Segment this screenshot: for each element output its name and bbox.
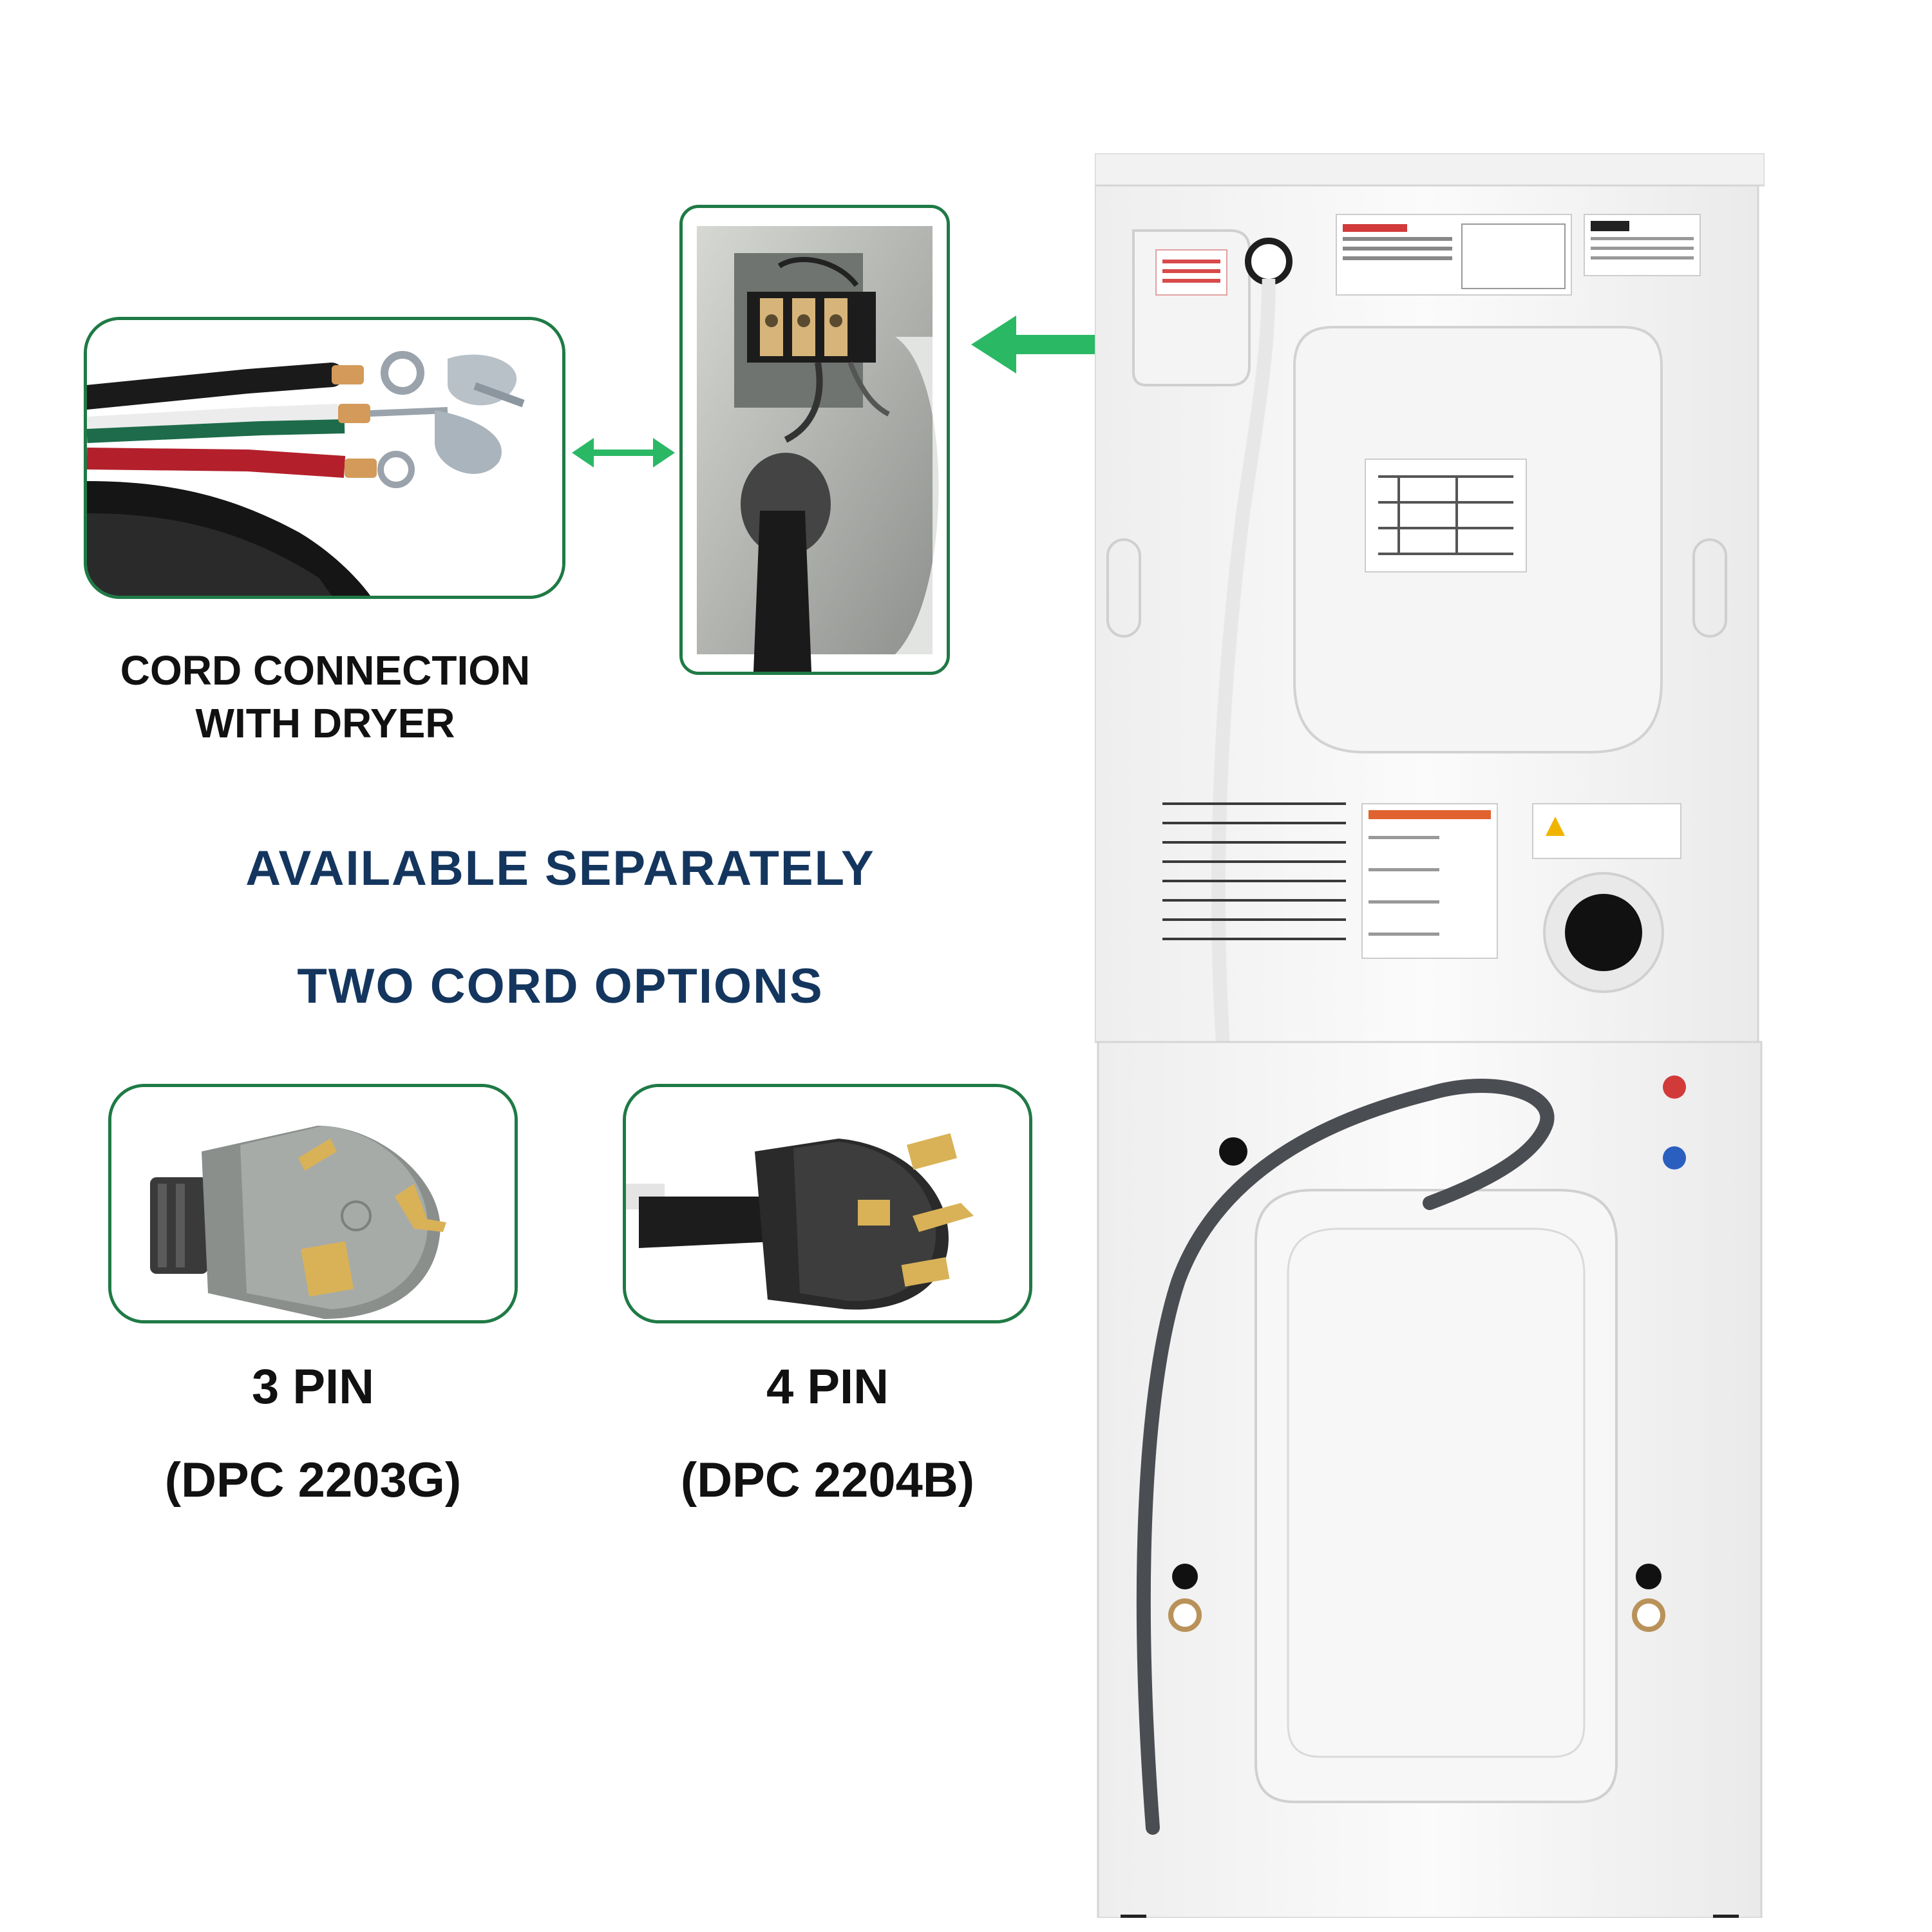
caption-line-1: CORD CONNECTION [120, 647, 531, 694]
four-pin-label: 4 PIN [766, 1359, 889, 1414]
left-arrow-icon [971, 316, 1100, 374]
terminal-block-illustration [683, 208, 947, 672]
caption-line-2: WITH DRYER [195, 700, 455, 746]
stacked-appliance-rear-view [1095, 153, 1765, 1918]
available-separately-heading: AVAILABLE SEPARATELY [245, 841, 875, 896]
double-headed-arrow-icon [572, 430, 675, 475]
cord-connection-caption: CORD CONNECTION WITH DRYER [77, 644, 573, 750]
four-pin-plug-illustration [626, 1087, 1029, 1320]
four-pin-model: (DPC 2204B) [680, 1453, 975, 1508]
three-pin-model: (DPC 2203G) [164, 1453, 462, 1508]
cord-wires-photo-frame [84, 317, 565, 599]
three-pin-plug-illustration [111, 1087, 515, 1320]
terminal-block-photo-frame [679, 205, 950, 675]
two-cord-options-heading: TWO CORD OPTIONS [297, 959, 824, 1014]
three-pin-label: 3 PIN [251, 1359, 375, 1414]
three-pin-plug-photo-frame [108, 1084, 518, 1323]
cord-wires-illustration [87, 320, 562, 596]
four-pin-plug-photo-frame [623, 1084, 1032, 1323]
